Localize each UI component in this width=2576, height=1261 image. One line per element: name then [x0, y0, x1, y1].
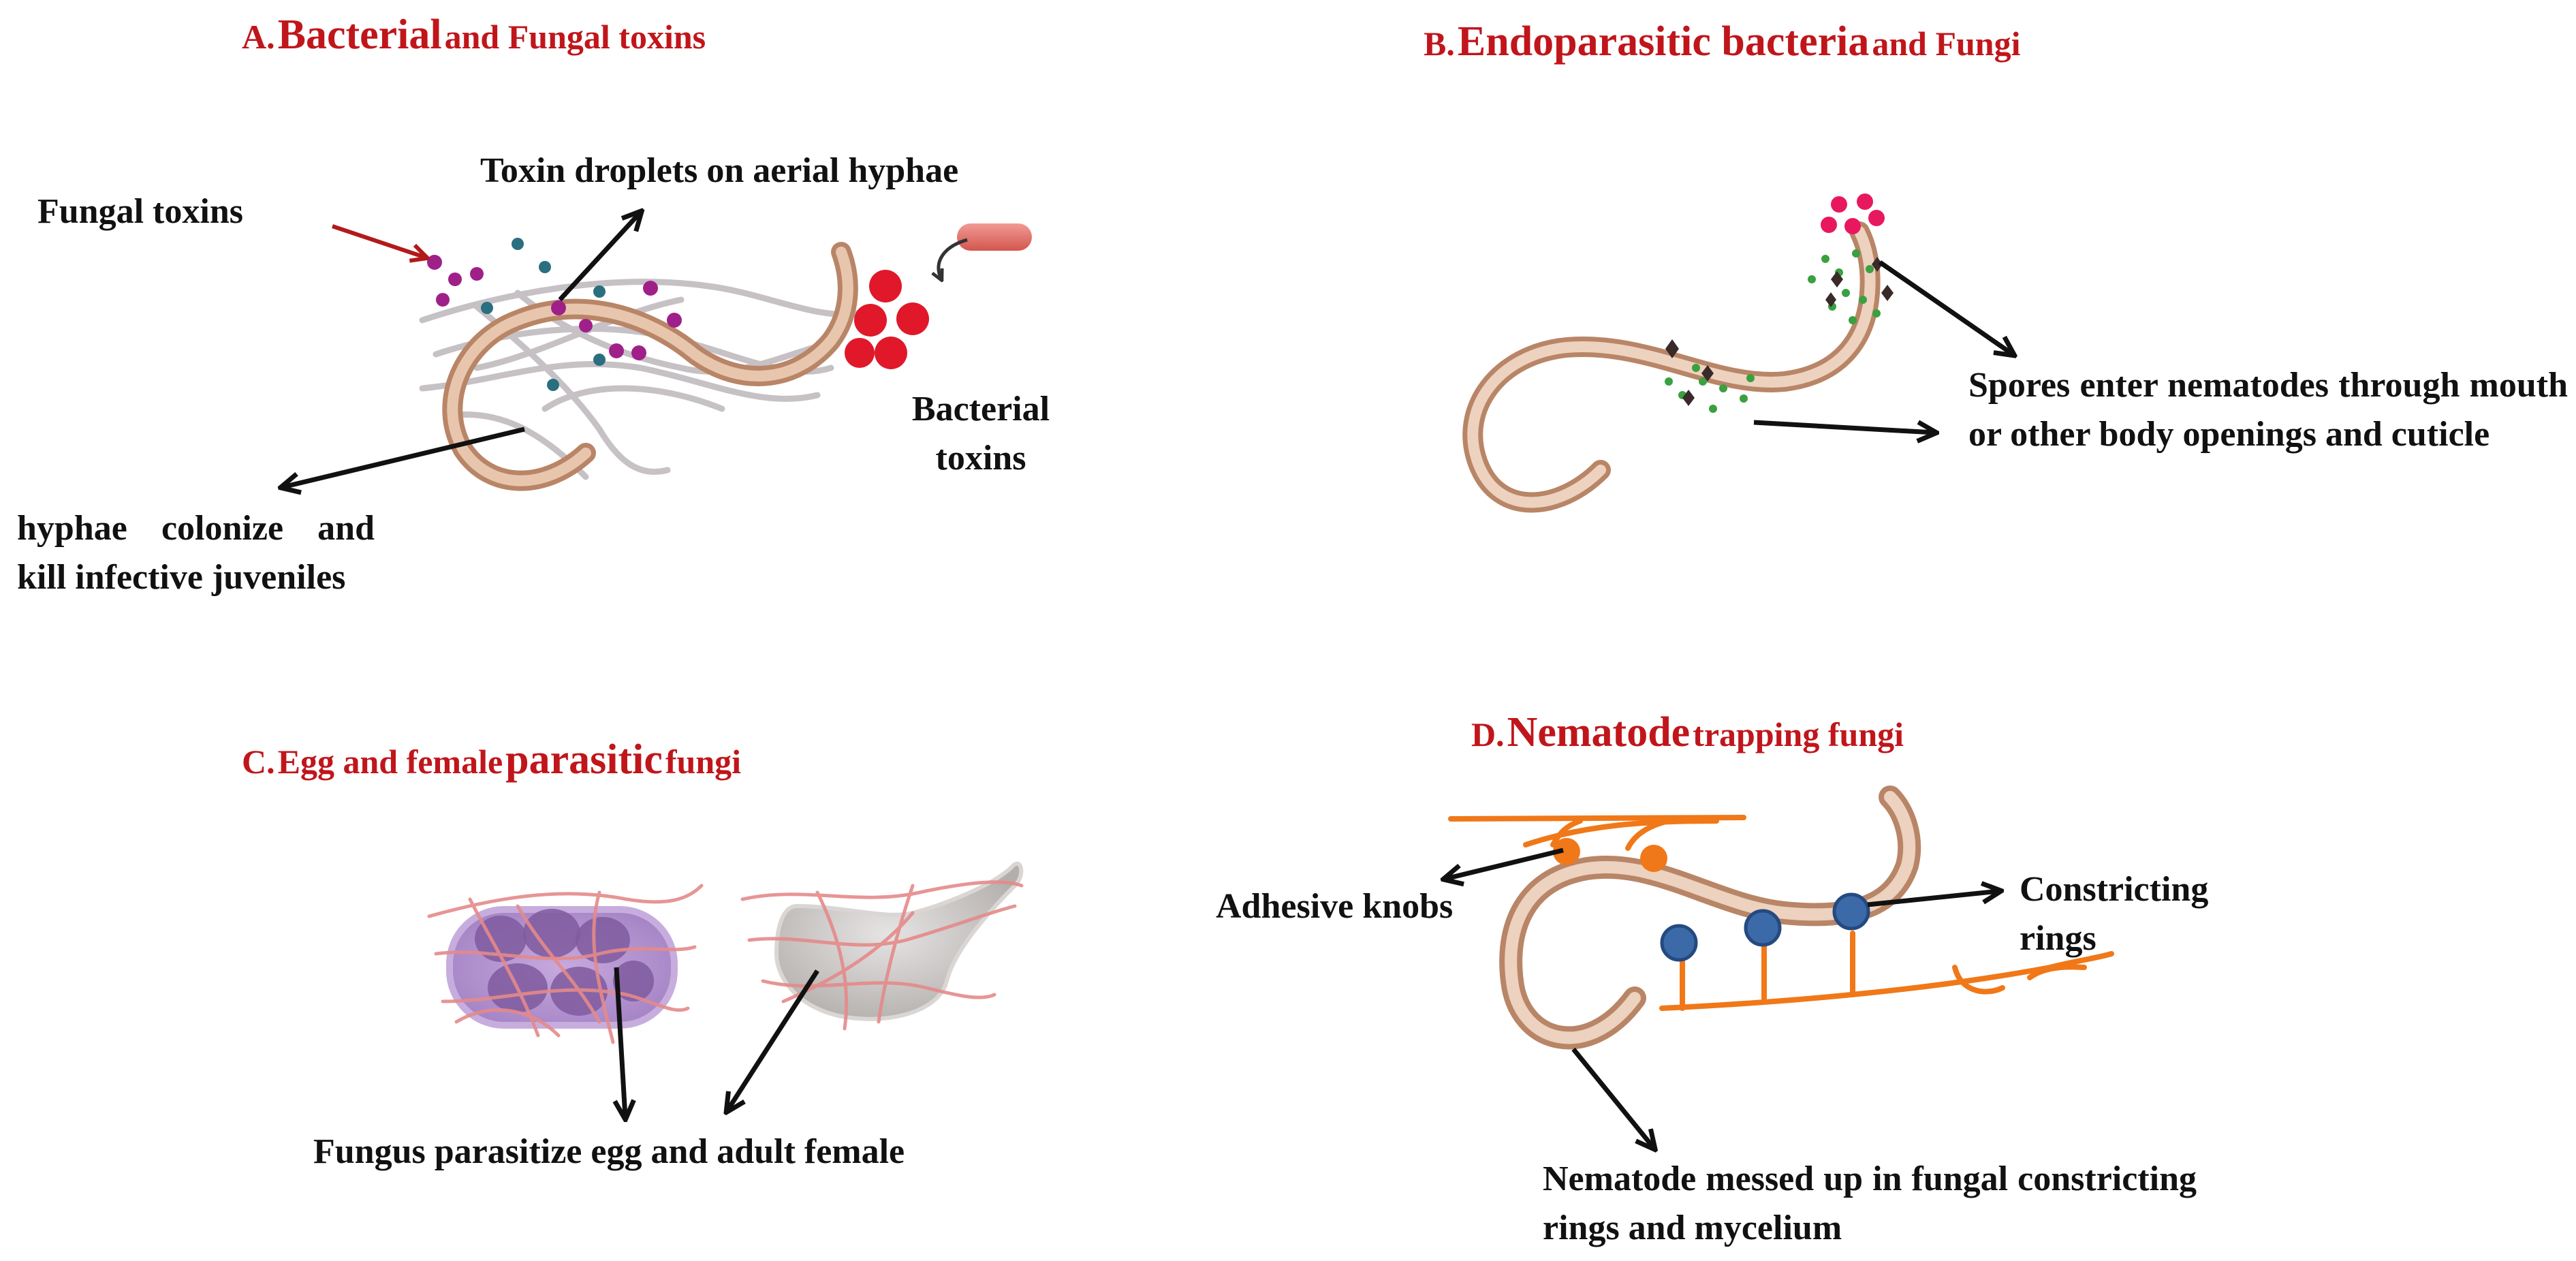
bacterium-icon: [957, 223, 1032, 251]
nematode-messed-label: Nematode messed up in fungal constrictin…: [1543, 1159, 2197, 1247]
panel-a-title-rest: and Fungal toxins: [444, 18, 706, 56]
hyphae-colonize-label: hyphae colonize and kill infective juven…: [17, 509, 375, 597]
constricting-rings: [1660, 892, 1870, 962]
dark-spores: [1665, 257, 1894, 406]
adhesive-knobs-arrow: [1445, 847, 1564, 879]
panel-a-title-prefix: A.: [242, 18, 275, 56]
spores-enter-label: Spores enter nematodes through mouth or …: [1968, 366, 2568, 454]
panel-c-title-pre: Egg and female: [277, 743, 503, 781]
panel-c-title: C. Egg and female parasitic fungi: [242, 736, 741, 784]
panel-b-title: B. Endoparasitic bacteria and Fungi: [1424, 18, 2021, 66]
pink-spores: [1821, 193, 1885, 234]
constricting-rings-arrow: [1867, 891, 1999, 907]
nematode-a: [442, 242, 858, 491]
adhesive-knobs-label: Adhesive knobs: [1216, 887, 1454, 926]
panel-b-title-prefix: B.: [1424, 25, 1455, 63]
toxin-droplets-label: Toxin droplets on aerial hyphae: [480, 151, 959, 190]
egg-arrow: [616, 967, 625, 1117]
spores-cuticle-arrow: [1753, 420, 1934, 433]
nematode-b: [1462, 221, 1881, 513]
panel-d-title-prefix: D.: [1471, 715, 1505, 753]
hyphae-colonize-arrow: [283, 426, 525, 487]
panel-b-title-main: Endoparasitic bacteria: [1457, 18, 1870, 65]
bacterial-toxin-cluster: [845, 270, 929, 369]
panel-d-illustration: [1445, 785, 2114, 1148]
panel-c-title-prefix: C.: [242, 743, 275, 781]
panel-c-title-main: parasitic: [505, 736, 663, 783]
panel-c-title-rest: fungi: [665, 743, 742, 781]
adhesive-knobs: [1553, 838, 1667, 872]
toxin-droplets-arrow: [558, 213, 640, 302]
panel-a-title-main: Bacterial: [277, 12, 442, 58]
messed-up-arrow: [1571, 1047, 1654, 1148]
panel-d-title-main: Nematode: [1507, 709, 1691, 756]
fungal-toxins-arrow: [332, 224, 426, 258]
fungal-mycelium: [1448, 815, 2114, 1011]
spores-mouth-arrow: [1879, 260, 2013, 354]
panel-b-title-rest: and Fungi: [1872, 25, 2021, 63]
bacterial-toxins-label: Bacterial toxins: [911, 390, 1050, 478]
panel-c-illustration: [427, 861, 1024, 1117]
constricting-rings-label: Constricting rings: [2020, 870, 2209, 958]
female-arrow: [727, 969, 819, 1110]
panel-b-illustration: [1462, 193, 2013, 513]
panel-a-title: A. Bacterial and Fungal toxins: [242, 11, 706, 59]
nematode-d: [1499, 785, 1921, 1050]
fungus-parasitize-label: Fungus parasitize egg and adult female: [313, 1132, 905, 1171]
bacterium-release-arrow: [939, 238, 968, 279]
panel-d-title-rest: trapping fungi: [1693, 715, 1904, 753]
panel-a-illustration: [283, 213, 1032, 487]
fungal-toxin-droplets: [427, 238, 682, 391]
fungal-toxins-label: Fungal toxins: [37, 192, 243, 231]
panel-d-title: D. Nematode trapping fungi: [1471, 709, 1904, 757]
